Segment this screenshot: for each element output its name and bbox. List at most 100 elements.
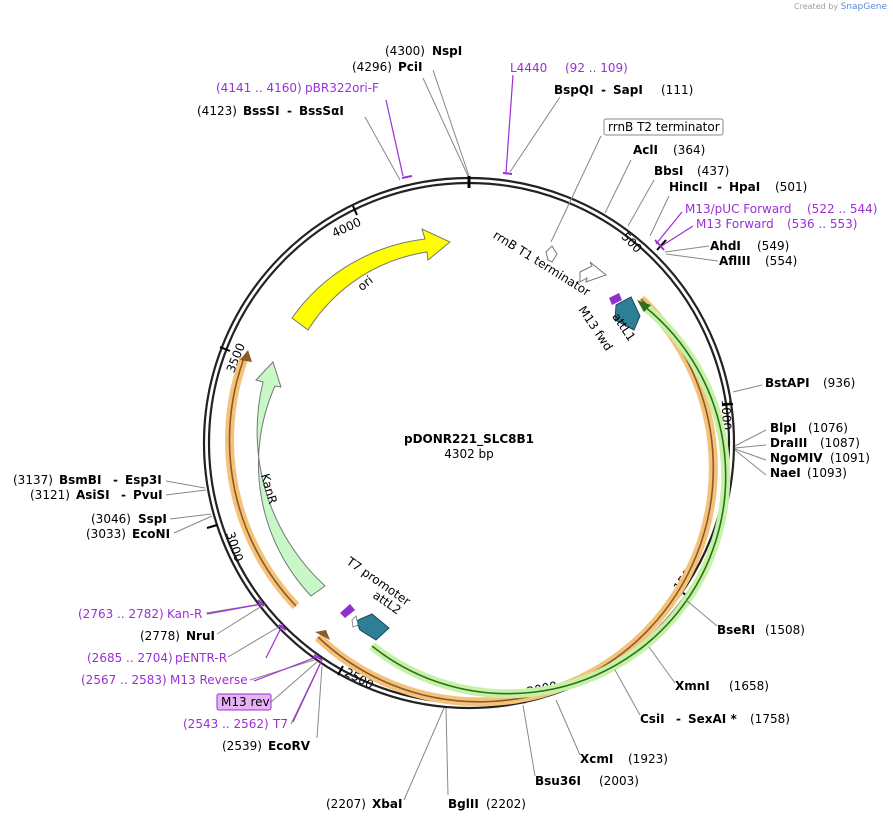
leader-csii — [614, 669, 641, 716]
leader-ngomiv — [734, 448, 767, 461]
leader-pentr — [227, 624, 283, 658]
leader-m13reverse-p — [253, 655, 320, 682]
ngomiv-name: NgoMIV — [770, 451, 823, 465]
nrui-name: NruI — [186, 629, 215, 643]
leader-lines — [165, 69, 767, 801]
attl1-feature — [614, 296, 641, 331]
xbai-name: XbaI — [372, 797, 402, 811]
plasmid-length: 4302 bp — [444, 447, 494, 461]
snapgene-credit: Created by SnapGene — [794, 2, 887, 12]
bsu36i-name: Bsu36I — [535, 774, 581, 788]
leader-pentr-p — [265, 623, 284, 659]
ahdi-name: AhdI — [710, 239, 741, 253]
bsssi-sep: - — [287, 104, 292, 118]
m13fwd-primer-pos: (536 .. 553) — [787, 217, 857, 231]
leader-pcii — [422, 77, 469, 177]
kanr-primer-name: Kan-R — [167, 607, 202, 621]
rrnb-t2-box — [603, 118, 724, 136]
kanr-feature — [255, 361, 326, 597]
leader-bsssi — [364, 116, 401, 181]
leader-hincii — [649, 195, 670, 237]
bglii-pos: (2202) — [486, 797, 526, 811]
leader-m13rev — [270, 661, 318, 703]
leader-nrui — [216, 603, 266, 635]
sspi-name: SspI — [138, 512, 167, 526]
hincii-name2: HpaI — [729, 180, 760, 194]
rrnb-t1-label: rrnB T1 terminator — [491, 228, 593, 299]
m13-fwd-feature — [609, 293, 622, 305]
leader-nspi — [432, 69, 470, 177]
hincii-name: HincII — [669, 180, 708, 194]
ecorv-name: EcoRV — [268, 739, 311, 753]
primer-markers — [257, 172, 665, 661]
leader-t7-p — [292, 659, 323, 723]
naei-name: NaeI — [770, 466, 801, 480]
tick-label-3000: 3000 — [223, 530, 246, 563]
tick-mark-3500 — [219, 346, 231, 352]
marker-m13rev — [313, 654, 323, 661]
xmni-name: XmnI — [675, 679, 710, 693]
pbr322-pos: (4141 .. 4160) — [216, 81, 302, 95]
snapgene-logo: SnapGene — [840, 2, 887, 12]
orange-band-right-line — [317, 298, 715, 703]
tick-mark-3000 — [206, 524, 218, 529]
tick-mark-2500 — [337, 665, 344, 676]
bsu36i-pos: (2003) — [599, 774, 639, 788]
t7-feature — [340, 604, 355, 618]
primer-leader-lines — [206, 74, 694, 723]
leader-bsmbi — [165, 480, 206, 489]
leader-bbsi — [627, 179, 655, 227]
marker-pentr — [278, 624, 287, 631]
plasmid-name: pDONR221_SLC8B1 — [404, 432, 534, 447]
xcmi-pos: (1923) — [628, 752, 668, 766]
nspi-pos: (4300) — [385, 44, 425, 58]
credit-prefix: Created by — [794, 2, 839, 11]
ahdi-pos: (549) — [757, 239, 789, 253]
t7-pos: (2543 .. 2562) — [183, 717, 269, 731]
tick-mark-500 — [656, 239, 667, 251]
naei-pos: (1093) — [807, 466, 847, 480]
m13-fwd-label: M13 fwd — [575, 303, 615, 353]
leader-pbr322 — [385, 99, 404, 177]
pcii-pos: (4296) — [352, 60, 392, 74]
bspqi-sep: - — [601, 83, 606, 97]
csii-name2: SexAI * — [688, 712, 737, 726]
aflii-name: AflIII — [719, 254, 751, 268]
blpi-name: BlpI — [770, 421, 796, 435]
leader-bseri — [685, 599, 718, 627]
xmni-pos: (1658) — [729, 679, 769, 693]
bglii-name: BglII — [448, 797, 479, 811]
bstapi-pos: (936) — [823, 376, 855, 390]
leader-ahdi — [664, 245, 710, 253]
m13reverse-name: M13 Reverse — [170, 673, 248, 687]
econi-name: EcoNI — [132, 527, 170, 541]
bsmbi-sep: - — [113, 473, 118, 487]
econi-pos: (3033) — [86, 527, 126, 541]
aflii-pos: (554) — [765, 254, 797, 268]
bbsi-pos: (437) — [697, 164, 729, 178]
rrnb-t2-feature — [545, 245, 558, 263]
blpi-pos: (1076) — [808, 421, 848, 435]
bbsi-name: BbsI — [654, 164, 683, 178]
leader-xmni — [648, 646, 676, 684]
t7-promoter-arrow — [351, 615, 359, 628]
bsssi-pos: (4123) — [197, 104, 237, 118]
bsssi-name: BssSI — [243, 104, 280, 118]
pcii-name: PciI — [398, 60, 423, 74]
leader-asisi — [165, 489, 207, 496]
m13-rev-box — [216, 693, 272, 711]
nspi-name: NspI — [432, 44, 462, 58]
marker-kanr — [257, 599, 265, 607]
asisi-sep: - — [121, 488, 126, 502]
green-band-line — [371, 305, 727, 695]
marker-pbr322 — [401, 175, 413, 179]
rrnb-t1-feature — [579, 261, 608, 283]
leader-l4440 — [505, 74, 514, 174]
rrnb-t2-label: rrnB T2 terminator — [608, 120, 720, 134]
leader-econi — [173, 515, 213, 534]
leader-bstapi — [732, 384, 763, 393]
m13fwd-primer-name: M13 Forward — [696, 217, 774, 231]
csii-pos: (1758) — [750, 712, 790, 726]
hincii-sep: - — [717, 180, 722, 194]
